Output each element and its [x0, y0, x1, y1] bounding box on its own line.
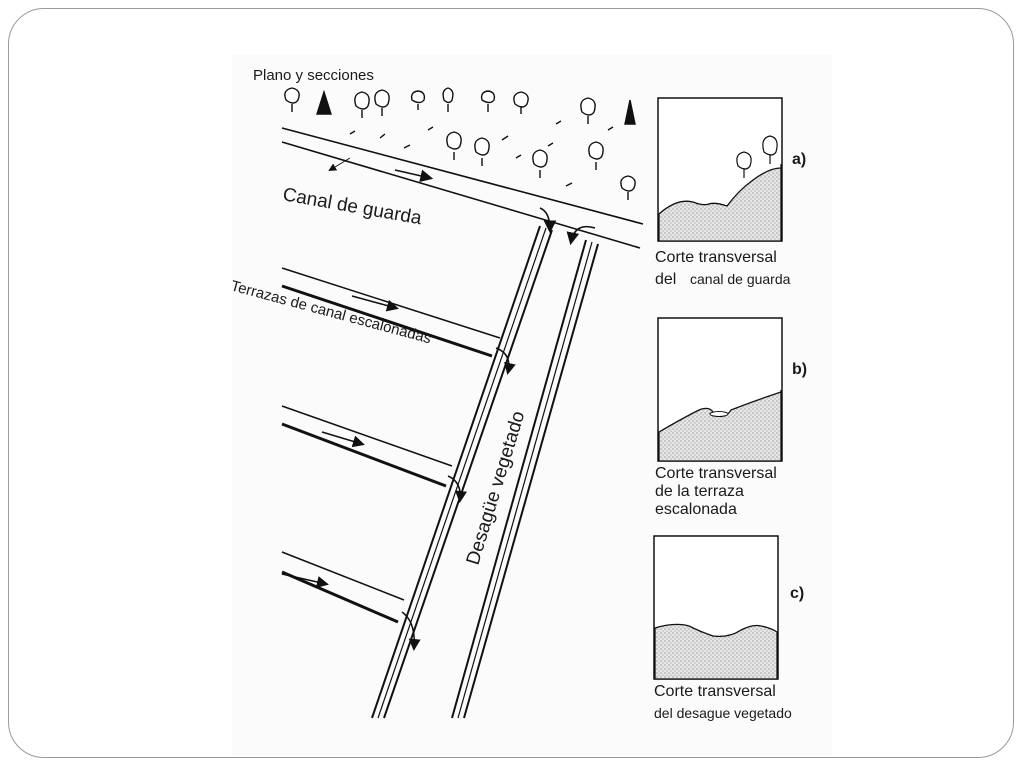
- tree-icon: [474, 137, 490, 166]
- tree-icon: [532, 149, 548, 178]
- section-b-caption-2: de la terraza: [655, 483, 744, 500]
- terraces-label: Terrazas de canal escalonadas: [229, 277, 433, 347]
- tree-icon: [354, 91, 370, 118]
- tree-icon: [620, 175, 636, 200]
- tree-icon: [442, 87, 454, 112]
- tree-icon: [446, 131, 462, 160]
- section-c-letter: c): [790, 585, 804, 602]
- section-b-caption-1: Corte transversal: [655, 465, 777, 482]
- pointer-arrow: [328, 157, 351, 172]
- tree-icon: [410, 90, 426, 110]
- outlet-label: Desagüe vegetado: [463, 409, 530, 568]
- section-a-caption-2b: canal de guarda: [690, 271, 791, 287]
- section-b-caption-3: escalonada: [655, 501, 737, 518]
- section-a-letter: a): [792, 151, 806, 168]
- tree-icon: [284, 87, 300, 112]
- tree-icon: [588, 141, 604, 170]
- section-c-terrain: [654, 623, 778, 680]
- diagram-figure: Plano y secciones: [229, 55, 832, 755]
- tree-icon: [374, 89, 390, 116]
- plan-title: Plano y secciones: [253, 67, 374, 84]
- section-b-letter: b): [792, 361, 807, 378]
- section-a-trees: [736, 135, 778, 178]
- section-c-caption-1: Corte transversal: [654, 683, 776, 700]
- tree-icon: [480, 90, 496, 112]
- tree-icon: [513, 91, 529, 114]
- section-b: b) Corte transversal de la terraza escal…: [655, 317, 807, 518]
- section-a-caption-2: del: [655, 271, 676, 288]
- pine-tree-icon: [316, 89, 332, 115]
- section-c-caption-2: del desague vegetado: [654, 705, 792, 721]
- guard-canal-label: Canal de guarda: [281, 184, 423, 229]
- section-a: a) Corte transversal del canal de guarda: [655, 97, 806, 288]
- tree-icon: [580, 97, 596, 124]
- trees-group: [284, 87, 636, 200]
- section-c: c) Corte transversal del desague vegetad…: [653, 535, 804, 721]
- section-a-terrain: [658, 164, 782, 242]
- section-a-caption-1: Corte transversal: [655, 249, 777, 266]
- vegetated-outlet: [371, 225, 599, 719]
- terraces: [281, 267, 516, 651]
- section-b-channel: [709, 411, 729, 417]
- guard-canal: [281, 127, 644, 249]
- pine-tree-icon: [624, 99, 636, 125]
